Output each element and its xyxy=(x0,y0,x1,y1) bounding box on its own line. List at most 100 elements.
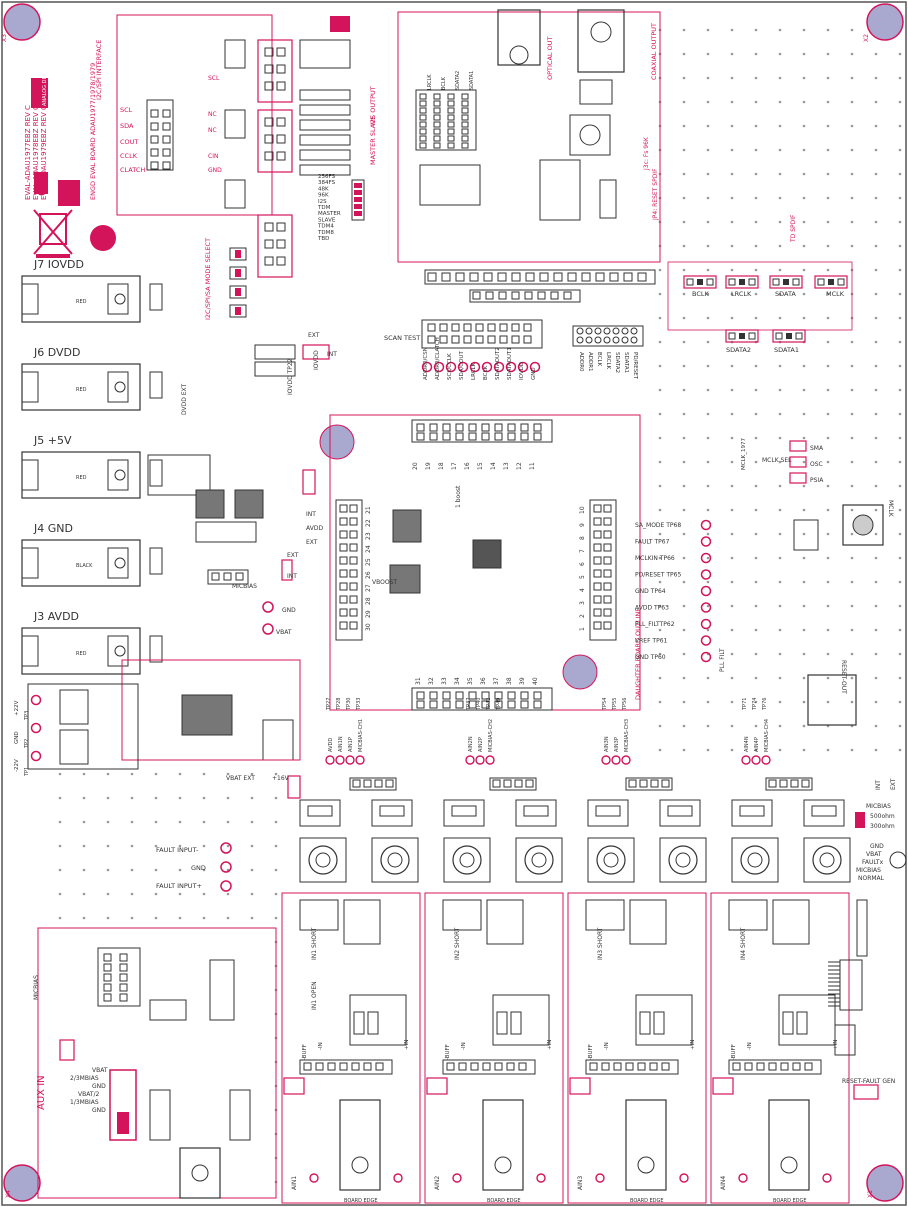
toggle-slider xyxy=(307,805,333,817)
inductor-block xyxy=(389,564,421,594)
channel-switch-rows xyxy=(299,799,851,883)
channel-header-pin xyxy=(804,1062,813,1071)
rotary-selector[interactable] xyxy=(889,851,907,869)
jack-terminal xyxy=(107,283,129,315)
i2s-pin xyxy=(433,135,441,142)
via xyxy=(658,292,662,296)
via xyxy=(106,868,110,872)
via xyxy=(898,292,902,296)
via xyxy=(250,820,254,824)
via xyxy=(730,124,734,128)
i2s-jumper xyxy=(683,275,717,289)
boost-module xyxy=(392,509,422,543)
switch-pad xyxy=(264,256,274,266)
output-outline xyxy=(397,11,661,263)
i2s-pin xyxy=(419,128,427,135)
sig-scl: SCL xyxy=(120,106,133,114)
via xyxy=(658,652,662,656)
j37-num: 10 xyxy=(579,506,586,514)
j18-pin xyxy=(339,517,348,526)
switch-lever xyxy=(796,1011,808,1035)
channel-outline xyxy=(567,892,707,1204)
switch-lever xyxy=(353,1011,365,1035)
jumper-pin xyxy=(739,333,745,339)
j23-pin xyxy=(455,700,464,709)
via xyxy=(58,796,62,800)
buff-jumper xyxy=(283,1077,305,1095)
via xyxy=(658,340,662,344)
i2s-pin xyxy=(433,100,441,107)
channel-header-pin xyxy=(792,1062,801,1071)
channel-header-pin xyxy=(303,1062,312,1071)
tp-label: PLL_FILTTP62 xyxy=(635,621,675,628)
channel-header-pin xyxy=(339,1062,348,1071)
channel-outline xyxy=(710,892,850,1204)
mclk-sel-label: MCLK SEL xyxy=(762,457,792,464)
via xyxy=(874,124,878,128)
jumper-pin xyxy=(775,332,783,340)
via xyxy=(778,268,782,272)
j33-pin xyxy=(630,336,638,344)
master-slave-label: MASTER SLAVE xyxy=(369,116,377,165)
switch-pad xyxy=(276,239,286,249)
relay-k xyxy=(728,899,768,931)
via xyxy=(106,892,110,896)
via xyxy=(154,844,158,848)
connector-j18 xyxy=(335,499,363,641)
lbl-bclk: BCLK xyxy=(692,290,710,298)
lbl-sdata: SDATA xyxy=(775,290,796,298)
j32-pin xyxy=(455,432,464,441)
dip-switch-s9 xyxy=(299,39,351,69)
jack-j3-label: J3 AVDD xyxy=(33,610,79,623)
j37-pin xyxy=(593,556,602,565)
sel-tdm: TDM xyxy=(317,205,331,211)
switch-bank-5 xyxy=(257,214,293,278)
buff-label: -BUFF xyxy=(731,1044,737,1060)
j11-header xyxy=(254,344,296,360)
tp-pad xyxy=(595,1173,605,1183)
tp-pad xyxy=(679,1173,689,1183)
j37-pin xyxy=(603,595,612,604)
j8-pin xyxy=(150,109,159,118)
aux-header-pin xyxy=(119,993,128,1002)
input-jack-hole xyxy=(780,1156,798,1174)
title-line-2: EVAL-ADAU1978EBZ REV C xyxy=(32,105,40,200)
via xyxy=(154,820,158,824)
via xyxy=(754,604,758,608)
via xyxy=(778,124,782,128)
jack-terminal xyxy=(107,635,129,667)
ch-header-pin xyxy=(779,779,788,788)
via xyxy=(898,268,902,272)
via xyxy=(850,652,854,656)
j32-pin xyxy=(481,432,490,441)
rotary-center xyxy=(747,852,763,868)
aux-header-pin xyxy=(103,993,112,1002)
via xyxy=(802,460,806,464)
via xyxy=(706,556,710,560)
via xyxy=(682,628,686,632)
plus16v-label: +16V xyxy=(272,775,290,782)
via xyxy=(706,52,710,56)
rotary-knob xyxy=(668,845,698,875)
j25-testpoint xyxy=(517,361,529,373)
via xyxy=(754,52,758,56)
via xyxy=(754,388,758,392)
via xyxy=(730,148,734,152)
j23-num: 38 xyxy=(506,677,513,685)
via xyxy=(898,316,902,320)
mosfet-q xyxy=(486,899,524,945)
i2s-pin xyxy=(461,93,469,100)
mounting-hole-x5 xyxy=(562,654,598,690)
aux-micbias-jumper xyxy=(59,1039,75,1061)
j23-pin xyxy=(507,691,516,700)
sig2-scl: SCL xyxy=(208,75,220,82)
via xyxy=(850,700,854,704)
ref-x3: X3 xyxy=(1,34,8,42)
j18-pin xyxy=(349,595,358,604)
via xyxy=(802,292,806,296)
channel-header xyxy=(585,1059,679,1075)
lk3-header xyxy=(469,289,581,303)
via xyxy=(658,532,662,536)
mounting-hole-x1 xyxy=(866,1164,904,1202)
